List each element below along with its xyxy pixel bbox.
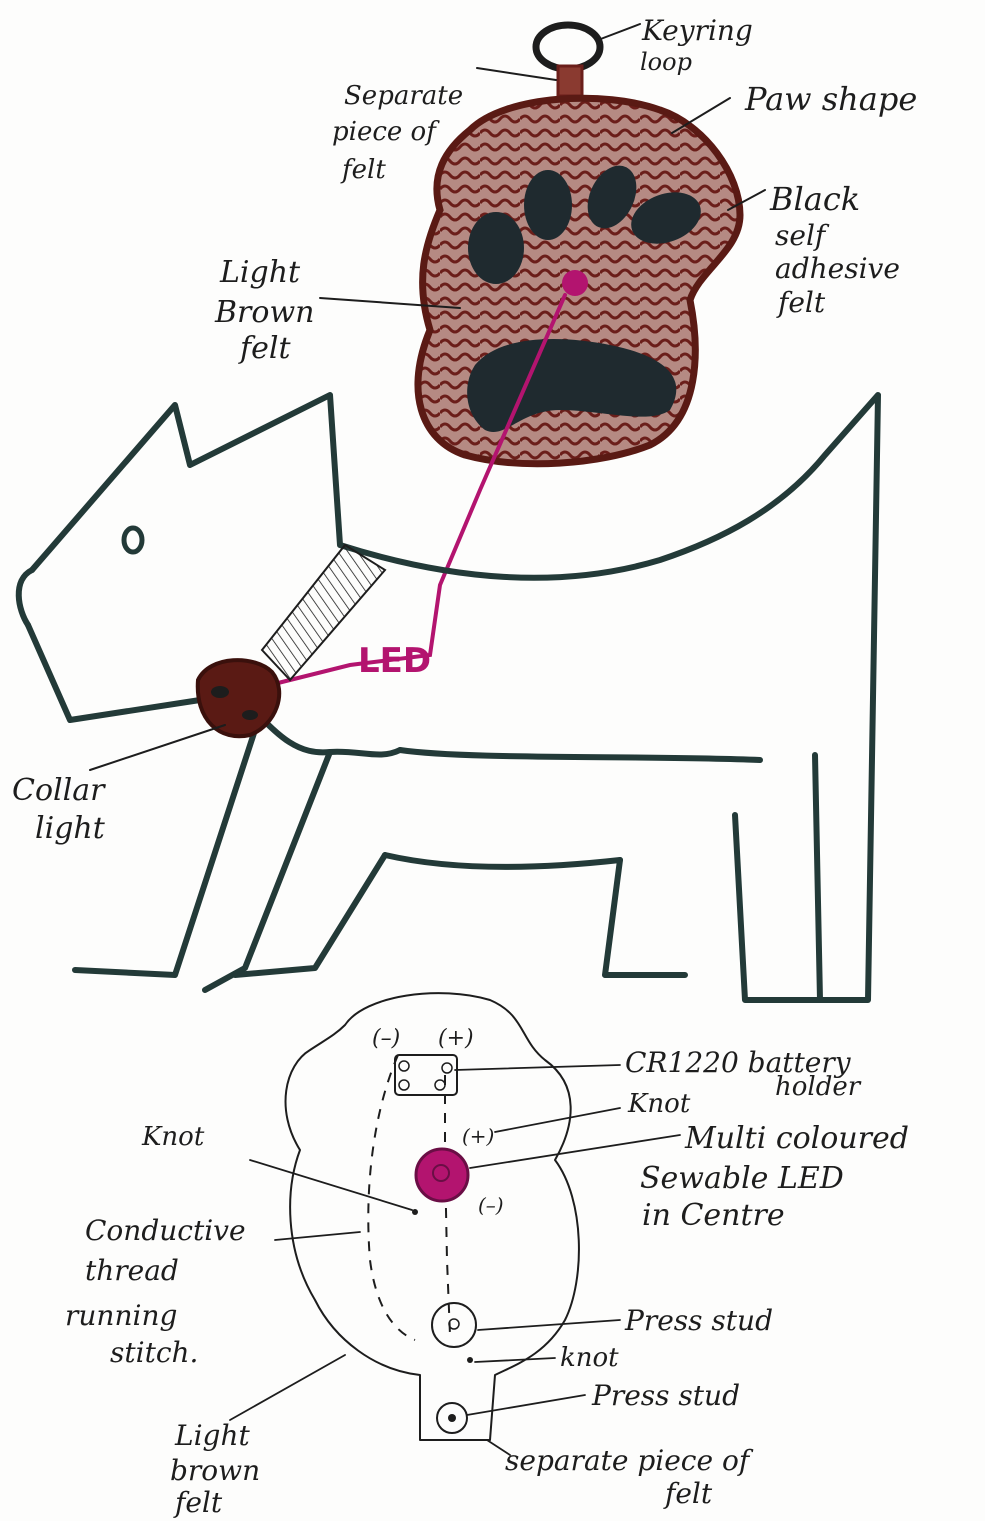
label-press-stud-2: Press stud bbox=[591, 1379, 740, 1412]
knot-dot-lower bbox=[467, 1357, 473, 1363]
label-separate-piece: separate piece of bbox=[505, 1444, 754, 1477]
label-plus-terminal: (+) bbox=[438, 1026, 474, 1051]
label-thread: thread bbox=[85, 1254, 179, 1287]
collar-leader-line bbox=[90, 725, 225, 770]
label-battery-2: holder bbox=[775, 1072, 862, 1102]
label-sewable-led: Sewable LED bbox=[640, 1161, 844, 1196]
label-separate-felt: felt bbox=[663, 1477, 713, 1510]
label-light-bottom: Light bbox=[174, 1419, 251, 1452]
label-conductive: Conductive bbox=[85, 1214, 246, 1247]
scottie-dog-outline bbox=[19, 395, 878, 1000]
label-knot-lower: knot bbox=[560, 1343, 619, 1373]
sewable-led bbox=[416, 1149, 468, 1201]
label-black-4: felt bbox=[776, 286, 826, 319]
label-running: running bbox=[65, 1299, 177, 1332]
separate-felt-tab bbox=[558, 66, 582, 96]
label-led-plus: (+) bbox=[462, 1124, 494, 1148]
label-press-stud-1: Press stud bbox=[624, 1304, 773, 1337]
label-knot-right: Knot bbox=[627, 1089, 691, 1119]
label-separate-2: piece of bbox=[332, 117, 440, 147]
label-keyring-loop: loop bbox=[640, 48, 692, 76]
label-in-centre: in Centre bbox=[642, 1198, 785, 1233]
label-paw-shape: Paw shape bbox=[744, 80, 917, 118]
label-keyring: Keyring bbox=[641, 14, 753, 47]
label-led: LED bbox=[358, 641, 431, 681]
label-black-3: adhesive bbox=[775, 252, 900, 285]
paw-toe-1 bbox=[524, 170, 572, 240]
label-minus-terminal: (–) bbox=[372, 1026, 400, 1051]
label-separate-3: felt bbox=[340, 155, 386, 185]
knot-dot-left bbox=[412, 1209, 418, 1215]
circuit-paw-outline bbox=[286, 993, 579, 1440]
keyring-loop bbox=[536, 25, 600, 69]
label-collar: Collar bbox=[12, 773, 106, 808]
label-brown-bottom: brown bbox=[170, 1454, 260, 1487]
label-felt-bottom: felt bbox=[173, 1486, 223, 1519]
collar-light bbox=[198, 660, 279, 736]
label-black-2: self bbox=[775, 219, 830, 252]
label-multi-coloured: Multi coloured bbox=[684, 1121, 909, 1156]
paw-toe-2 bbox=[468, 212, 524, 284]
label-led-minus: (–) bbox=[478, 1193, 504, 1217]
dog-eye bbox=[124, 528, 142, 552]
label-black: Black bbox=[769, 180, 860, 218]
label-knot-left: Knot bbox=[141, 1122, 205, 1152]
press-stud-lower bbox=[437, 1403, 467, 1433]
paw-shaped-keyring bbox=[418, 98, 740, 463]
label-separate: Separate bbox=[344, 81, 463, 111]
press-stud-upper bbox=[432, 1303, 476, 1347]
label-collar-2: light bbox=[35, 811, 106, 846]
paw-led-dot bbox=[562, 270, 588, 296]
label-light: Light bbox=[219, 255, 301, 290]
label-light-3: felt bbox=[238, 331, 291, 366]
label-stitch: stitch. bbox=[110, 1336, 198, 1369]
label-light-2: Brown bbox=[214, 295, 314, 330]
battery-holder bbox=[395, 1055, 457, 1095]
